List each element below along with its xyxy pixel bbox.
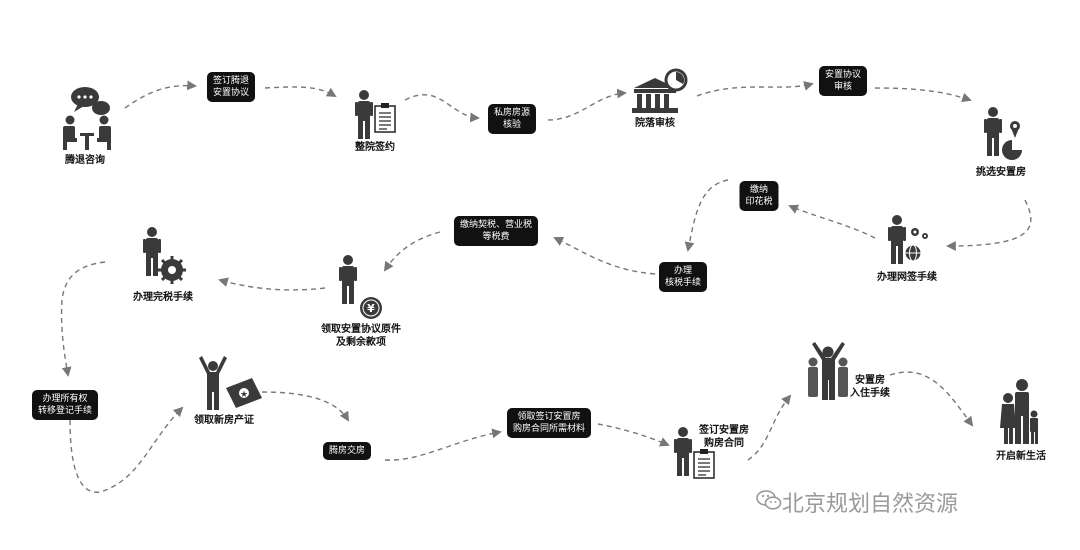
connector <box>553 237 656 275</box>
connector <box>874 87 972 103</box>
stage-label: 领取新房产证 <box>194 415 254 426</box>
step-agreement-review: 安置协议 审核 <box>818 66 868 96</box>
step-line: 核税手续 <box>664 278 702 288</box>
cheering-people-icon <box>808 342 848 400</box>
stage-label: 安置房 入住手续 <box>850 374 890 400</box>
stage-label: 办理完税手续 <box>133 292 193 303</box>
connector <box>69 406 184 493</box>
connector <box>684 179 729 252</box>
svg-text:¥: ¥ <box>367 302 375 315</box>
step-tax-verification: 办理 核税手续 <box>658 262 708 292</box>
step-line: 审核 <box>833 82 853 92</box>
connector <box>597 423 670 447</box>
connector <box>547 88 627 121</box>
step-line: 等税费 <box>482 232 510 242</box>
connector <box>261 391 349 422</box>
step-line: 私房房源 <box>493 108 531 118</box>
connector <box>747 394 792 461</box>
person-money-icon: ¥ <box>339 255 382 319</box>
step-line: 印花税 <box>745 197 773 207</box>
connector <box>384 428 502 461</box>
stage-label-line: 及剩余款项 <box>336 337 386 348</box>
stage-label: 整院签约 <box>355 142 395 153</box>
step-ownership-transfer: 办理所有权 转移登记手续 <box>31 390 99 420</box>
stage-label-line: 入住手续 <box>850 388 890 399</box>
person-chart-icon <box>984 107 1023 160</box>
step-line: 办理 <box>673 266 693 276</box>
stage-label: 签订安置房 购房合同 <box>699 424 749 450</box>
connector <box>60 261 106 377</box>
stage-label: 办理网签手续 <box>877 272 937 283</box>
person-celebrate-icon: ★ <box>199 356 262 410</box>
watermark-text: 北京规划自然资源 <box>782 492 959 517</box>
stage-label: 挑选安置房 <box>976 167 1026 178</box>
connector <box>788 204 876 239</box>
connector <box>404 94 480 123</box>
step-vacate-handover: 腾房交房 <box>322 442 372 460</box>
step-collect-materials: 领取签订安置房 购房合同所需材料 <box>506 408 592 438</box>
step-line: 缴纳 <box>749 185 769 195</box>
stage-label-line: 签订安置房 <box>699 425 749 436</box>
connector <box>124 80 197 109</box>
connector <box>383 231 441 272</box>
stage-label-line: 安置房 <box>855 375 885 386</box>
step-line: 购房合同所需材料 <box>512 424 586 434</box>
stage-label-line: 领取安置协议原件 <box>321 324 401 335</box>
stage-label: 院落审核 <box>635 118 675 129</box>
person-gear-icon <box>143 227 186 284</box>
stage-label-line: 购房合同 <box>704 438 744 449</box>
step-pay-deed-tax: 缴纳契税、营业税 等税费 <box>453 216 539 246</box>
connector <box>696 81 814 97</box>
family-icon <box>1000 379 1038 444</box>
step-line: 核验 <box>502 120 522 130</box>
svg-text:★: ★ <box>240 390 248 400</box>
connector <box>264 86 337 97</box>
step-line: 签订腾退 <box>212 76 250 86</box>
step-line: 办理所有权 <box>42 394 88 404</box>
consultation-icon <box>63 87 111 150</box>
courthouse-icon <box>632 68 688 113</box>
step-line: 安置协议 <box>824 70 862 80</box>
step-verify-housing: 私房房源 核验 <box>487 104 537 134</box>
step-line: 缴纳契税、营业税 <box>459 220 533 230</box>
connector <box>218 277 326 291</box>
step-line: 安置协议 <box>212 88 250 98</box>
connector <box>946 199 1032 251</box>
wechat-icon <box>756 490 782 510</box>
step-line: 腾房交房 <box>328 446 366 456</box>
step-line: 转移登记手续 <box>37 406 93 416</box>
connector <box>889 371 974 427</box>
step-line: 领取签订安置房 <box>517 412 581 422</box>
stage-label: 领取安置协议原件 及剩余款项 <box>321 323 401 349</box>
step-sign-agreement: 签订腾退 安置协议 <box>206 72 256 102</box>
person-globe-icon <box>888 215 928 264</box>
stage-label: 腾退咨询 <box>65 155 105 166</box>
stage-label: 开启新生活 <box>996 451 1046 462</box>
step-stamp-duty: 缴纳 印花税 <box>739 181 779 211</box>
signing-person-icon <box>355 90 396 139</box>
